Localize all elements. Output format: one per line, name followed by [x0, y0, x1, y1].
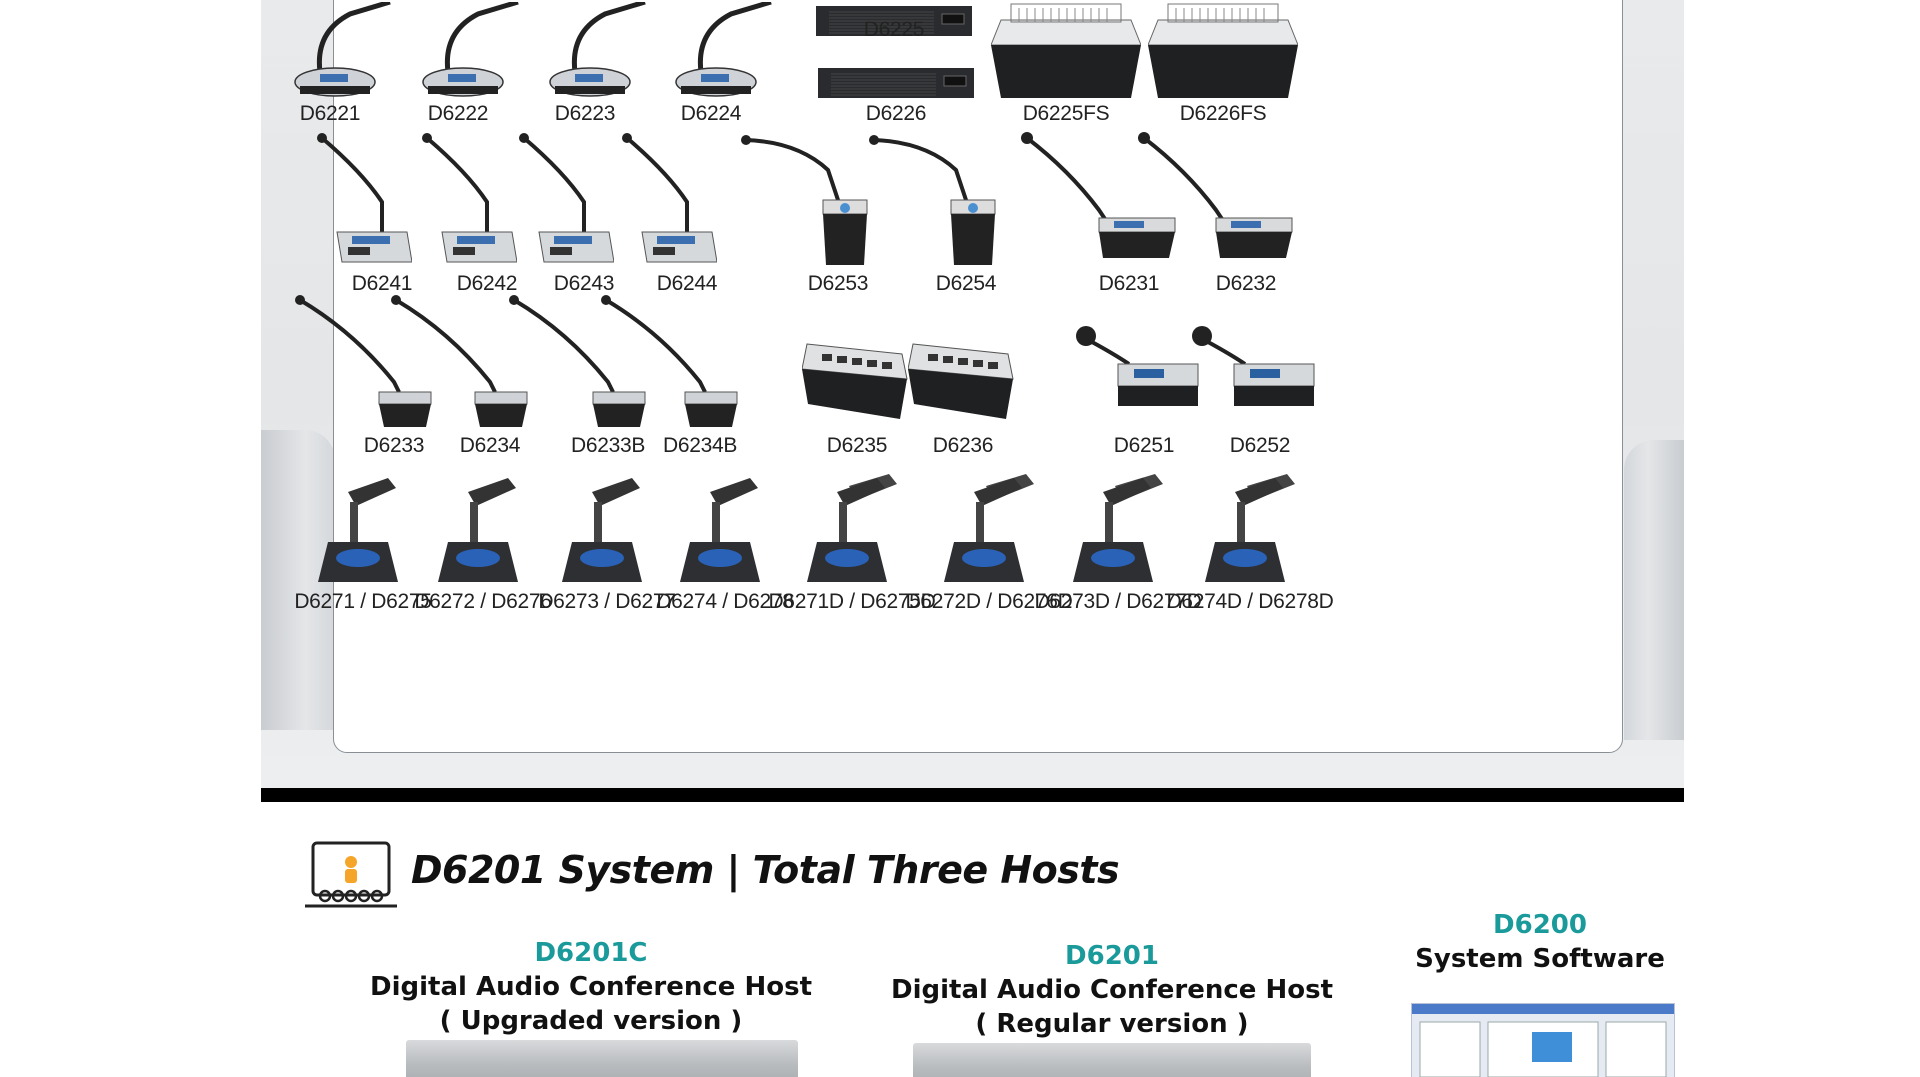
device-model-label: D6234 [459, 434, 521, 457]
device-model-label: D6226 [865, 102, 927, 125]
device-model-label: D6274D / D6278D [1166, 590, 1334, 613]
chair-right-image [1624, 440, 1684, 740]
device-model-label: D6225FS [1022, 102, 1110, 125]
device-image-flatUnit [816, 64, 976, 107]
device-model-label: D6243 [553, 272, 615, 295]
device-model-label: D6234B [662, 434, 738, 457]
device-image-ballMic [1074, 324, 1204, 424]
device-model-label: D6223 [554, 102, 616, 125]
product-version: ( Upgraded version ) [439, 1006, 743, 1036]
device-image-ballMic [1190, 324, 1320, 424]
device-model-label: D6224 [680, 102, 742, 125]
device-model-label: D6272 / D6276 [414, 590, 552, 613]
device-model-label: D6241 [351, 272, 413, 295]
product-description: Digital Audio Conference Host [369, 972, 813, 1002]
device-image-gooseB [417, 132, 518, 272]
product-d6201c: D6201C Digital Audio Conference Host ( U… [370, 936, 812, 1038]
product-description: Digital Audio Conference Host [890, 975, 1334, 1005]
device-model-label: D6225 [863, 18, 925, 41]
device-image-gooseC [600, 292, 740, 437]
presentation-audience-icon [305, 841, 397, 908]
device-model-label: D6242 [456, 272, 518, 295]
device-model-label: D6253 [807, 272, 869, 295]
device-model-label: D6254 [935, 272, 997, 295]
device-model-label: D6226FS [1179, 102, 1267, 125]
product-d6200: D6200 System Software [1415, 908, 1665, 976]
device-image-handset [428, 472, 538, 597]
device-image-handset2 [1063, 472, 1173, 597]
d6201c-host-image [406, 1040, 798, 1077]
device-image-flushBox [1147, 0, 1299, 105]
device-model-label: D6273D / D6277D [1034, 590, 1202, 613]
device-image-popup [866, 130, 996, 275]
device-model-label: D6252 [1229, 434, 1291, 457]
device-model-label: D6244 [656, 272, 718, 295]
product-description: System Software [1415, 944, 1665, 974]
device-image-handset2 [934, 472, 1044, 597]
device-model-label: D6271 / D6275 [294, 590, 432, 613]
device-image-gooseC [390, 292, 530, 437]
device-image-gooseB [617, 132, 718, 272]
product-version: ( Regular version ) [975, 1009, 1249, 1039]
device-image-gooseA [290, 0, 410, 107]
device-image-popup [738, 130, 868, 275]
section-divider-bar [261, 788, 1684, 802]
device-model-label: D6272D / D6276D [905, 590, 1073, 613]
device-image-gooseA [418, 0, 538, 107]
device-model-label: D6273 / D6277 [538, 590, 676, 613]
device-image-slim [1019, 130, 1179, 275]
device-model-label: D6233B [570, 434, 646, 457]
device-model-label: D6221 [299, 102, 361, 125]
device-model-label: D6233 [363, 434, 425, 457]
device-image-handset2 [1195, 472, 1305, 597]
device-image-gooseC [508, 292, 648, 437]
device-image-flush5 [907, 334, 1018, 429]
device-model-label: D6232 [1215, 272, 1277, 295]
product-model: D6201 [1065, 941, 1159, 971]
device-model-label: D6236 [932, 434, 994, 457]
device-image-handset [670, 472, 780, 597]
device-image-gooseB [312, 132, 413, 272]
device-image-handset [308, 472, 418, 597]
device-image-gooseA [671, 0, 791, 107]
device-model-label: D6222 [427, 102, 489, 125]
device-image-slim [1136, 130, 1296, 275]
device-image-flushBox [990, 0, 1142, 105]
device-image-flatUnit [814, 2, 974, 45]
device-image-gooseB [514, 132, 615, 272]
product-model: D6200 [1493, 910, 1587, 940]
device-image-handset2 [797, 472, 907, 597]
section-header: D6201 System | Total Three Hosts [305, 840, 1205, 910]
device-image-handset [552, 472, 662, 597]
device-image-gooseA [545, 0, 665, 107]
section-title: D6201 System | Total Three Hosts [411, 848, 1120, 892]
device-model-label: D6251 [1113, 434, 1175, 457]
device-model-label: D6271D / D6275D [768, 590, 936, 613]
d6201-host-image [913, 1043, 1311, 1077]
device-model-label: D6274 / D6278 [656, 590, 794, 613]
device-model-label: D6235 [826, 434, 888, 457]
product-model: D6201C [534, 938, 648, 968]
product-d6201: D6201 Digital Audio Conference Host ( Re… [891, 939, 1333, 1041]
device-image-gooseC [294, 292, 434, 437]
device-model-label: D6231 [1098, 272, 1160, 295]
software-screenshot-image [1411, 1003, 1675, 1077]
device-image-flush5 [801, 334, 912, 429]
